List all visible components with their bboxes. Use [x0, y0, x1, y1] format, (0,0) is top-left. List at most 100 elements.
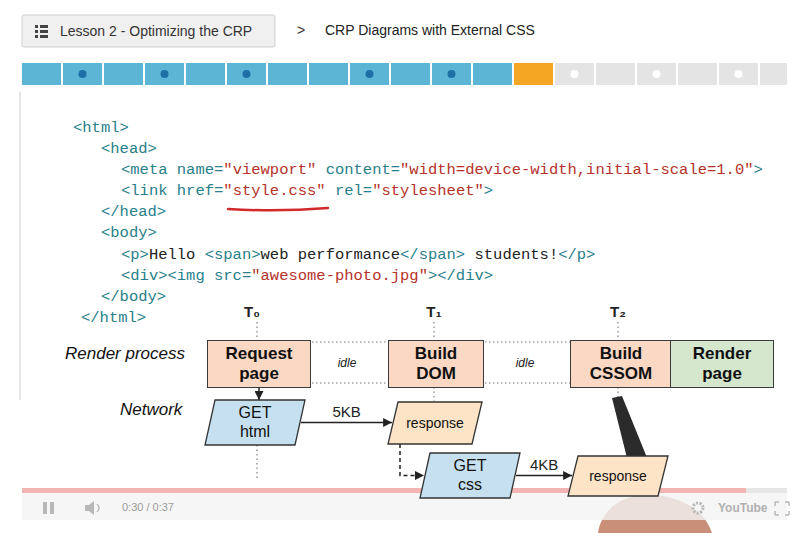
lane-label: Render process	[65, 344, 185, 364]
process-box: Build CSSOM	[570, 340, 672, 388]
progress-segment	[555, 63, 594, 85]
progress-segment	[719, 63, 758, 85]
progress-segment	[63, 63, 102, 85]
progress-segment	[309, 63, 348, 85]
progress-segment	[473, 63, 512, 85]
progress-dot	[161, 70, 169, 78]
time-marker: T₀	[244, 303, 260, 321]
response-parallelogram: response	[388, 402, 482, 444]
response-parallelogram: response	[568, 456, 668, 496]
frame-edge	[20, 92, 21, 400]
flow-arrow	[516, 475, 572, 477]
idle-span-lines	[308, 342, 570, 383]
node-label: Request page	[213, 344, 305, 383]
code-line: <meta name="viewport" content="width=dev…	[121, 160, 763, 181]
code-line: <link href="style.css" rel="stylesheet">	[121, 181, 493, 202]
lane-label: Network	[120, 400, 182, 420]
time-marker: T₁	[426, 303, 441, 321]
node-label: response	[589, 468, 647, 484]
progress-segment	[186, 63, 225, 85]
list-icon-bar	[40, 35, 48, 38]
node-text-area: response	[388, 402, 482, 444]
progress-segment	[514, 63, 553, 85]
node-label: Render page	[676, 344, 768, 383]
time-marker-line	[433, 322, 434, 338]
progress-segment	[268, 63, 307, 85]
node-label: Build DOM	[393, 344, 479, 383]
code-line: <head>	[101, 139, 157, 160]
process-box: Build DOM	[388, 340, 484, 388]
underline-mark	[228, 208, 328, 210]
code-line: </head>	[101, 202, 166, 223]
progress-segment	[350, 63, 389, 85]
time-marker-line	[256, 445, 257, 478]
progress-segment	[145, 63, 184, 85]
list-icon-bar	[40, 25, 48, 28]
node-text-area: response	[568, 456, 668, 496]
code-line: <body>	[101, 223, 157, 244]
node-text-area: GET css	[420, 453, 520, 498]
idle-span-line	[308, 382, 388, 383]
pause-icon	[50, 502, 54, 514]
flow-arrow	[301, 422, 392, 424]
code-line: <p>Hello <span>web performance</span> st…	[121, 245, 595, 266]
list-icon-dot	[35, 30, 38, 33]
progress-segment	[391, 63, 430, 85]
time-marker-line	[617, 387, 618, 398]
pause-icon	[43, 502, 47, 514]
parallelogram-shape	[388, 402, 482, 444]
code-line: </body>	[101, 287, 166, 308]
breadcrumb-text: CRP Diagrams with External CSS	[325, 22, 535, 39]
settings-icon	[693, 503, 703, 513]
node-text-area: Request page	[208, 341, 310, 387]
breadcrumb-text: Lesson 2 - Optimizing the CRP	[60, 23, 252, 40]
idle-span-line	[308, 341, 388, 342]
idle-span-line	[481, 341, 570, 342]
progress-dot	[571, 70, 579, 78]
youtube-logo: YouTube	[718, 501, 768, 515]
list-icon-dot	[35, 25, 38, 28]
fullscreen-icon	[775, 502, 789, 515]
progress-dot	[243, 70, 251, 78]
edge-label: 5KB	[330, 403, 362, 420]
flow-arrow	[400, 444, 424, 476]
code-line: </html>	[81, 308, 146, 329]
list-icon-dot	[35, 35, 38, 38]
node-text-area: GET html	[205, 400, 305, 445]
video-control-bar	[22, 493, 787, 520]
video-time: 0:30 / 0:37	[122, 501, 174, 514]
progress-segment	[678, 63, 717, 85]
progress-segment	[22, 63, 61, 85]
progress-segment	[596, 63, 635, 85]
node-text-area: Render page	[671, 341, 773, 387]
time-marker-line	[256, 322, 257, 338]
progress-segment	[432, 63, 471, 85]
node-text-area: Build CSSOM	[571, 341, 671, 387]
time-marker: T₂	[610, 303, 626, 321]
node-label: GET html	[230, 404, 280, 441]
video-progress-track	[22, 488, 787, 493]
progress-dot	[79, 70, 87, 78]
progress-segment	[760, 63, 787, 85]
edge-label: 4KB	[528, 456, 560, 473]
progress-dot	[653, 70, 661, 78]
progress-bar	[22, 63, 787, 85]
idle-span-line	[481, 382, 570, 383]
list-icon	[35, 25, 48, 38]
volume-icon	[97, 504, 99, 512]
breadcrumb-button	[22, 15, 275, 47]
process-box: Request page	[207, 340, 311, 388]
node-label: response	[406, 415, 464, 431]
request-parallelogram: GET css	[420, 453, 520, 498]
list-icon-bar	[40, 30, 48, 33]
progress-dot	[366, 70, 374, 78]
progress-dot	[448, 70, 456, 78]
progress-segment	[227, 63, 266, 85]
progress-dot	[735, 70, 743, 78]
volume-icon	[85, 501, 94, 515]
idle-label: idle	[516, 356, 535, 370]
request-parallelogram: GET html	[205, 400, 305, 445]
breadcrumb-separator: >	[297, 22, 305, 39]
